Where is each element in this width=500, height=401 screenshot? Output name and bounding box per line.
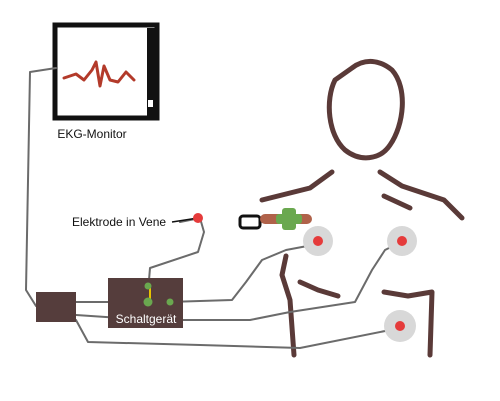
monitor-button — [148, 100, 153, 107]
right-shoulder — [377, 169, 465, 221]
body-outline — [259, 59, 465, 358]
catheter-connector — [238, 214, 262, 230]
switch-node-right — [166, 298, 174, 306]
right-side-line — [381, 289, 435, 358]
monitor-frame — [52, 22, 160, 121]
monitor-label: EKG-Monitor — [57, 127, 126, 141]
left-chest-line — [297, 279, 341, 299]
electrode-dot-left — [313, 236, 323, 246]
switch-node-top — [144, 282, 152, 290]
left-arm-line — [279, 253, 297, 358]
electrode-tip — [193, 213, 203, 223]
lower-lead — [75, 319, 401, 349]
head — [326, 59, 405, 161]
monitor-bezel — [147, 28, 155, 116]
left-shoulder — [259, 169, 335, 203]
ekg-monitor: EKG-Monitor — [52, 22, 160, 141]
switchbox: Schaltgerät — [108, 278, 183, 328]
ecg-trace — [62, 60, 136, 88]
catheter-clip-wing — [276, 214, 302, 224]
electrode-dot-right — [397, 236, 407, 246]
chest-electrodes — [303, 226, 417, 342]
venous-electrode: Elektrode in Vene — [72, 208, 312, 230]
switch-node-center — [143, 297, 153, 307]
chest-lead-left — [167, 243, 319, 303]
monitor-cable — [25, 67, 57, 307]
right-collar — [381, 193, 413, 211]
electrode-dot-lower — [395, 321, 405, 331]
electrode-label: Elektrode in Vene — [72, 215, 166, 229]
switchbox-label: Schaltgerät — [116, 312, 177, 326]
connector-box — [36, 292, 76, 322]
